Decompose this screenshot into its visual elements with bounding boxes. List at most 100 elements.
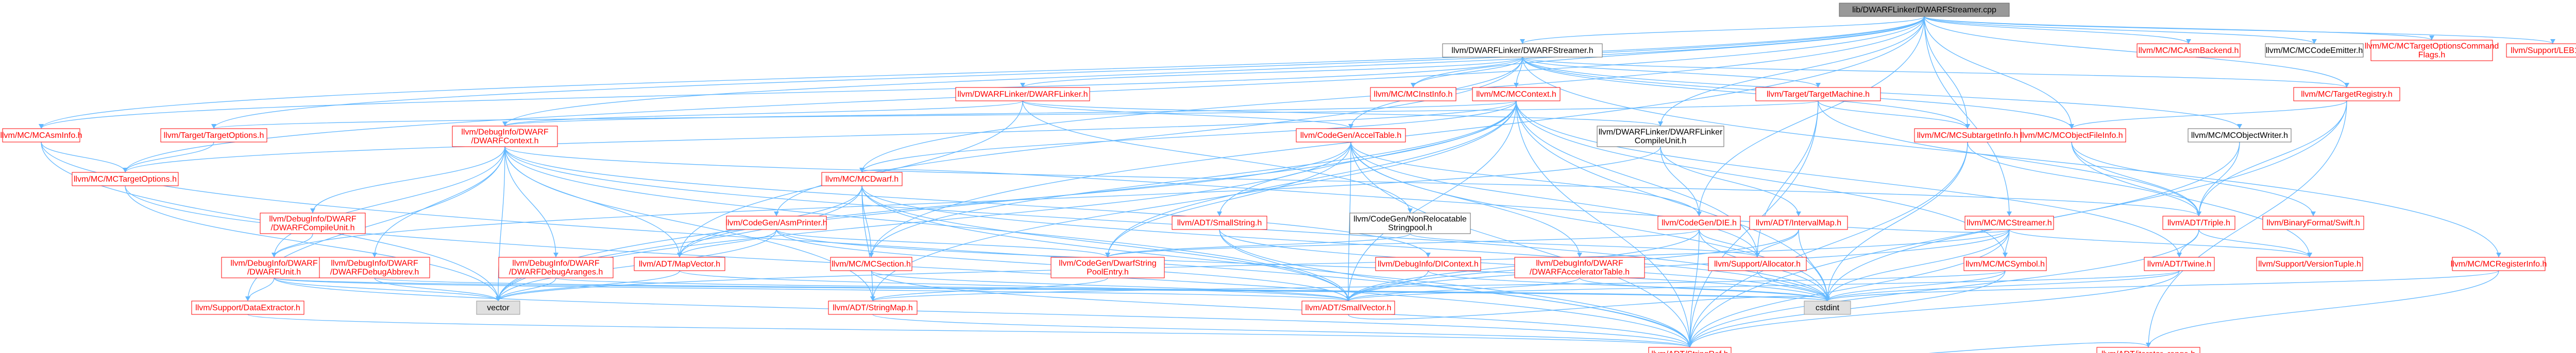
- graph-node-root[interactable]: lib/DWARFLinker/DWARFStreamer.cpp: [1839, 3, 2010, 17]
- edge-arrowhead: [1426, 253, 1431, 257]
- graph-node-dwarfaccel[interactable]: llvm/DebugInfo/DWARF/DWARFAcceleratorTab…: [1514, 257, 1645, 278]
- graph-node-mcregisterinfo[interactable]: llvm/MC/MCRegisterInfo.h: [2451, 257, 2547, 271]
- node-label: cstdint: [1816, 304, 1840, 312]
- node-label: llvm/MC/MCContext.h: [1476, 90, 1556, 99]
- dependency-edge: [1107, 229, 1700, 258]
- graph-node-versiontuple[interactable]: llvm/Support/VersionTuple.h: [2256, 257, 2363, 271]
- node-box: [2162, 216, 2235, 230]
- node-box: [2188, 128, 2292, 143]
- graph-node-asmbackend[interactable]: llvm/MC/MCAsmBackend.h: [2137, 43, 2241, 58]
- graph-node-mcobjectfileinfo[interactable]: llvm/MC/MCObjectFileInfo.h: [2017, 128, 2126, 143]
- dependency-edge: [1219, 229, 1690, 348]
- graph-node-mcobjectwriter[interactable]: llvm/MC/MCObjectWriter.h: [2188, 128, 2292, 143]
- dependency-edge: [1516, 100, 1758, 258]
- node-box: [2144, 257, 2215, 271]
- graph-node-stringmap[interactable]: llvm/ADT/StringMap.h: [828, 301, 918, 315]
- edge-arrowhead: [2307, 253, 2312, 257]
- graph-node-dwarfdebugabbrev[interactable]: llvm/DebugInfo/DWARF/DWARFDebugAbbrev.h: [319, 257, 430, 278]
- graph-node-binaryformatswift[interactable]: llvm/BinaryFormat/Swift.h: [2262, 216, 2364, 230]
- dependency-edge: [2198, 100, 2347, 217]
- dependency-edge: [374, 277, 499, 302]
- graph-node-targetmachine[interactable]: llvm/Target/TargetMachine.h: [1755, 87, 1881, 101]
- node-label: llvm/MC/MCObjectWriter.h: [2191, 131, 2288, 140]
- dependency-edge: [213, 100, 1819, 129]
- graph-node-mcsubtargetinfo[interactable]: llvm/MC/MCSubtargetInfo.h: [1914, 128, 2021, 143]
- graph-node-twine[interactable]: llvm/ADT/Twine.h: [2144, 257, 2215, 271]
- edge-arrowhead: [869, 253, 874, 257]
- graph-node-dicontext[interactable]: llvm/DebugInfo/DIContext.h: [1375, 257, 1481, 271]
- dependency-edge: [1107, 233, 1411, 258]
- graph-node-targetoptions-t[interactable]: llvm/Target/TargetOptions.h: [160, 128, 267, 143]
- graph-node-asmprinter[interactable]: llvm/CodeGen/AsmPrinter.h: [725, 216, 827, 230]
- graph-node-iteratorrange[interactable]: llvm/ADT/iterator_range.h: [2096, 347, 2200, 353]
- graph-node-dwarfstreamer-h[interactable]: llvm/DWARFLinker/DWARFStreamer.h: [1442, 43, 1603, 58]
- graph-node-accelfable[interactable]: llvm/CodeGen/AccelTable.h: [1296, 128, 1406, 143]
- dependency-edge: [2009, 229, 2310, 258]
- dependency-edge: [1350, 142, 1700, 217]
- graph-node-codegendie[interactable]: llvm/CodeGen/DIE.h: [1657, 216, 1741, 230]
- dependency-edge: [274, 233, 313, 258]
- graph-node-targetregistry[interactable]: llvm/MC/TargetRegistry.h: [2293, 87, 2400, 101]
- edge-arrowhead: [859, 168, 865, 172]
- dependency-edge: [41, 142, 126, 173]
- graph-node-dwarfcontext[interactable]: llvm/DebugInfo/DWARF/DWARFContext.h: [452, 126, 558, 147]
- graph-node-triple[interactable]: llvm/ADT/Triple.h: [2162, 216, 2235, 230]
- node-box: [1755, 87, 1881, 101]
- graph-node-dwarfdebugaranges[interactable]: llvm/DebugInfo/DWARF/DWARFDebugAranges.h: [498, 257, 614, 278]
- dependency-edge: [1827, 142, 1968, 302]
- graph-node-smallstring[interactable]: llvm/ADT/SmallString.h: [1172, 216, 1267, 230]
- dependency-edge: [2071, 142, 2310, 258]
- node-box: [319, 257, 430, 278]
- node-label: llvm/Support/Allocator.h: [1714, 260, 1801, 269]
- node-box: [2265, 43, 2364, 58]
- edge-arrowhead: [1348, 124, 1353, 129]
- edge-arrowhead: [774, 211, 779, 216]
- node-box: [1472, 87, 1561, 101]
- graph-node-mcsymbol[interactable]: llvm/MC/MCSymbol.h: [1963, 257, 2047, 271]
- graph-node-mcstreamer[interactable]: llvm/MC/MCStreamer.h: [1964, 216, 2054, 230]
- node-box: [260, 213, 366, 234]
- node-box: [1963, 257, 2047, 271]
- graph-node-dwarfunit[interactable]: llvm/DebugInfo/DWARF/DWARFUnit.h: [221, 257, 327, 278]
- dependency-edge: [861, 185, 872, 258]
- graph-node-mcinstinfo[interactable]: llvm/MC/MCInstInfo.h: [1370, 87, 1456, 101]
- node-box: [1964, 216, 2054, 230]
- dependency-edge: [1924, 16, 2347, 88]
- node-label: lib/DWARFLinker/DWARFStreamer.cpp: [1852, 6, 1996, 14]
- node-box: [821, 172, 903, 186]
- dependency-edge: [776, 229, 1828, 302]
- graph-node-mccontext[interactable]: llvm/MC/MCContext.h: [1472, 87, 1561, 101]
- dependency-edge: [1022, 57, 1523, 88]
- node-box: [1296, 128, 1406, 143]
- graph-node-leb128[interactable]: llvm/Support/LEB128.h: [2506, 43, 2576, 58]
- node-label: llvm/DebugInfo/DWARF/DWARFContext.h: [461, 128, 548, 146]
- graph-node-mcsection[interactable]: llvm/MC/MCSection.h: [830, 257, 912, 271]
- dependency-edge: [1924, 16, 2553, 44]
- dependency-edge: [1757, 229, 1799, 258]
- dependency-edge: [1660, 16, 1925, 127]
- graph-node-smallvector[interactable]: llvm/ADT/SmallVector.h: [1301, 301, 1395, 315]
- graph-node-stringref[interactable]: llvm/ADT/StringRef.h: [1648, 347, 1732, 353]
- graph-node-dwarflinker-h[interactable]: llvm/DWARFLinker/DWARFLinker.h: [955, 87, 1090, 101]
- graph-node-dataextractor[interactable]: llvm/Support/DataExtractor.h: [191, 301, 304, 315]
- edge-arrowhead: [2550, 39, 2555, 44]
- graph-node-mapvector[interactable]: llvm/ADT/MapVector.h: [634, 257, 725, 271]
- dependency-edge: [1818, 100, 2199, 217]
- dependency-edge: [1522, 57, 2499, 258]
- graph-node-allocator[interactable]: llvm/Support/Allocator.h: [1708, 257, 1807, 271]
- graph-node-dwarfcompileunit[interactable]: llvm/DebugInfo/DWARF/DWARFCompileUnit.h: [260, 213, 366, 234]
- node-label: llvm/DebugInfo/DWARF/DWARFDebugAranges.h: [509, 259, 603, 277]
- graph-node-intervalmap[interactable]: llvm/ADT/IntervalMap.h: [1749, 216, 1848, 230]
- graph-node-mcdwarf[interactable]: llvm/MC/MCDwarf.h: [821, 172, 903, 186]
- graph-node-mctargetoptions[interactable]: llvm/MC/MCTargetOptions.h: [72, 172, 179, 186]
- edge-arrowhead: [39, 124, 44, 129]
- graph-node-mcasminfo[interactable]: llvm/MC/MCAsmInfo.h: [0, 128, 82, 143]
- node-label: llvm/DebugInfo/DWARF/DWARFAcceleratorTab…: [1530, 259, 1630, 277]
- graph-node-codeemitter[interactable]: llvm/MC/MCCodeEmitter.h: [2265, 43, 2364, 58]
- node-box: [2137, 43, 2241, 58]
